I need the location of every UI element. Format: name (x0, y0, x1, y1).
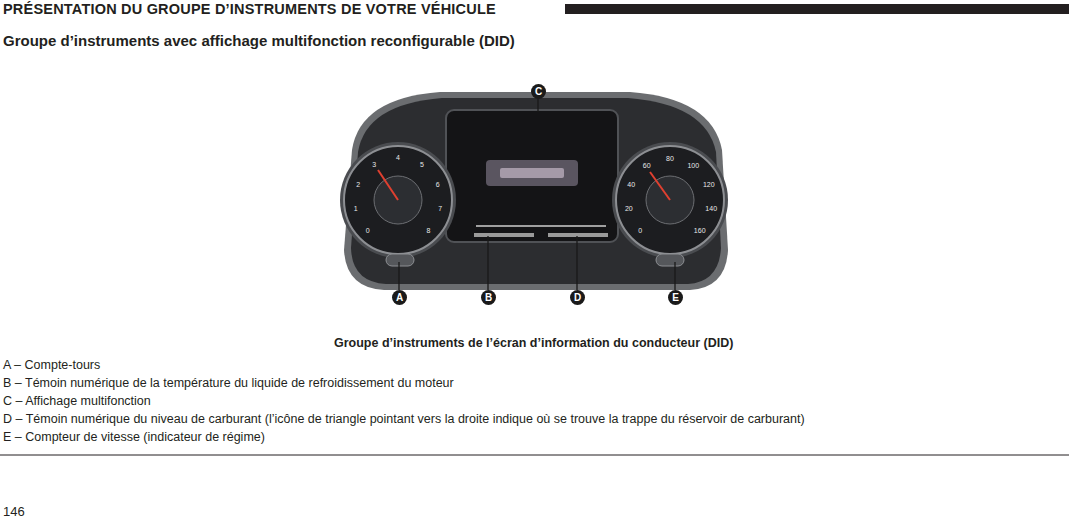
gauge-number: 100 (687, 162, 699, 169)
leader-line (398, 262, 399, 290)
running-header: PRÉSENTATION DU GROUPE D’INSTRUMENTS DE … (3, 1, 504, 17)
temperature-bar (474, 233, 534, 237)
fuel-bar (548, 233, 608, 237)
button (386, 254, 414, 266)
figure-caption: Groupe d’instruments de l’écran d’inform… (334, 336, 733, 350)
gauge-number: 160 (694, 226, 706, 233)
speedometer-bezel (612, 142, 728, 258)
legend-line: B – Témoin numérique de la température d… (3, 376, 454, 390)
gauge-number: 0 (638, 226, 642, 233)
multifunction-display (446, 110, 618, 242)
gauge-number: 0 (366, 227, 370, 234)
leader-line (487, 236, 488, 290)
button (656, 254, 684, 266)
rule-line (0, 455, 1069, 456)
callout-letter: D (570, 290, 585, 305)
gauge-number: 40 (627, 180, 635, 187)
tachometer-bezel (340, 142, 456, 258)
legend-line: A – Compte-tours (3, 358, 100, 372)
tachometer-dial (344, 146, 452, 254)
gauge-number: 5 (420, 161, 424, 168)
gauge-number: 80 (666, 155, 674, 162)
legend-line: C – Affichage multifonction (3, 394, 151, 408)
gauge-number: 7 (438, 205, 442, 212)
legend-line: D – Témoin numérique du niveau de carbur… (3, 412, 805, 426)
speedometer-dial (616, 146, 724, 254)
gauge-number: 120 (703, 180, 715, 187)
callout-letter: B (481, 290, 496, 305)
gauge-number: 60 (643, 162, 651, 169)
cluster-housing (344, 92, 728, 290)
gauge-number: 20 (625, 205, 633, 212)
page-number: 146 (3, 504, 25, 519)
tachometer-needle (378, 170, 398, 200)
cluster-face (351, 98, 721, 284)
gauge-number: 4 (396, 154, 400, 161)
callout-letter: E (668, 290, 683, 305)
speedometer-needle (650, 172, 670, 200)
gauge-number: 6 (436, 180, 440, 187)
section-heading: Groupe d’instruments avec affichage mult… (3, 32, 515, 49)
leader-line (537, 99, 538, 112)
legend-line: E – Compteur de vitesse (indicateur de r… (3, 430, 265, 444)
callout-letter: A (392, 290, 407, 305)
header-bar (565, 4, 1069, 14)
gauge-number: 1 (354, 205, 358, 212)
leader-line (674, 262, 675, 290)
gauge-number: 3 (372, 161, 376, 168)
display-bar (476, 225, 606, 227)
leader-line (576, 236, 577, 290)
gauge-number: 140 (705, 205, 717, 212)
callout-letter: C (531, 84, 546, 99)
gauge-number: 2 (356, 180, 360, 187)
gauge-number: 8 (426, 227, 430, 234)
display-graphic (486, 160, 578, 186)
display-graphic (500, 168, 564, 178)
